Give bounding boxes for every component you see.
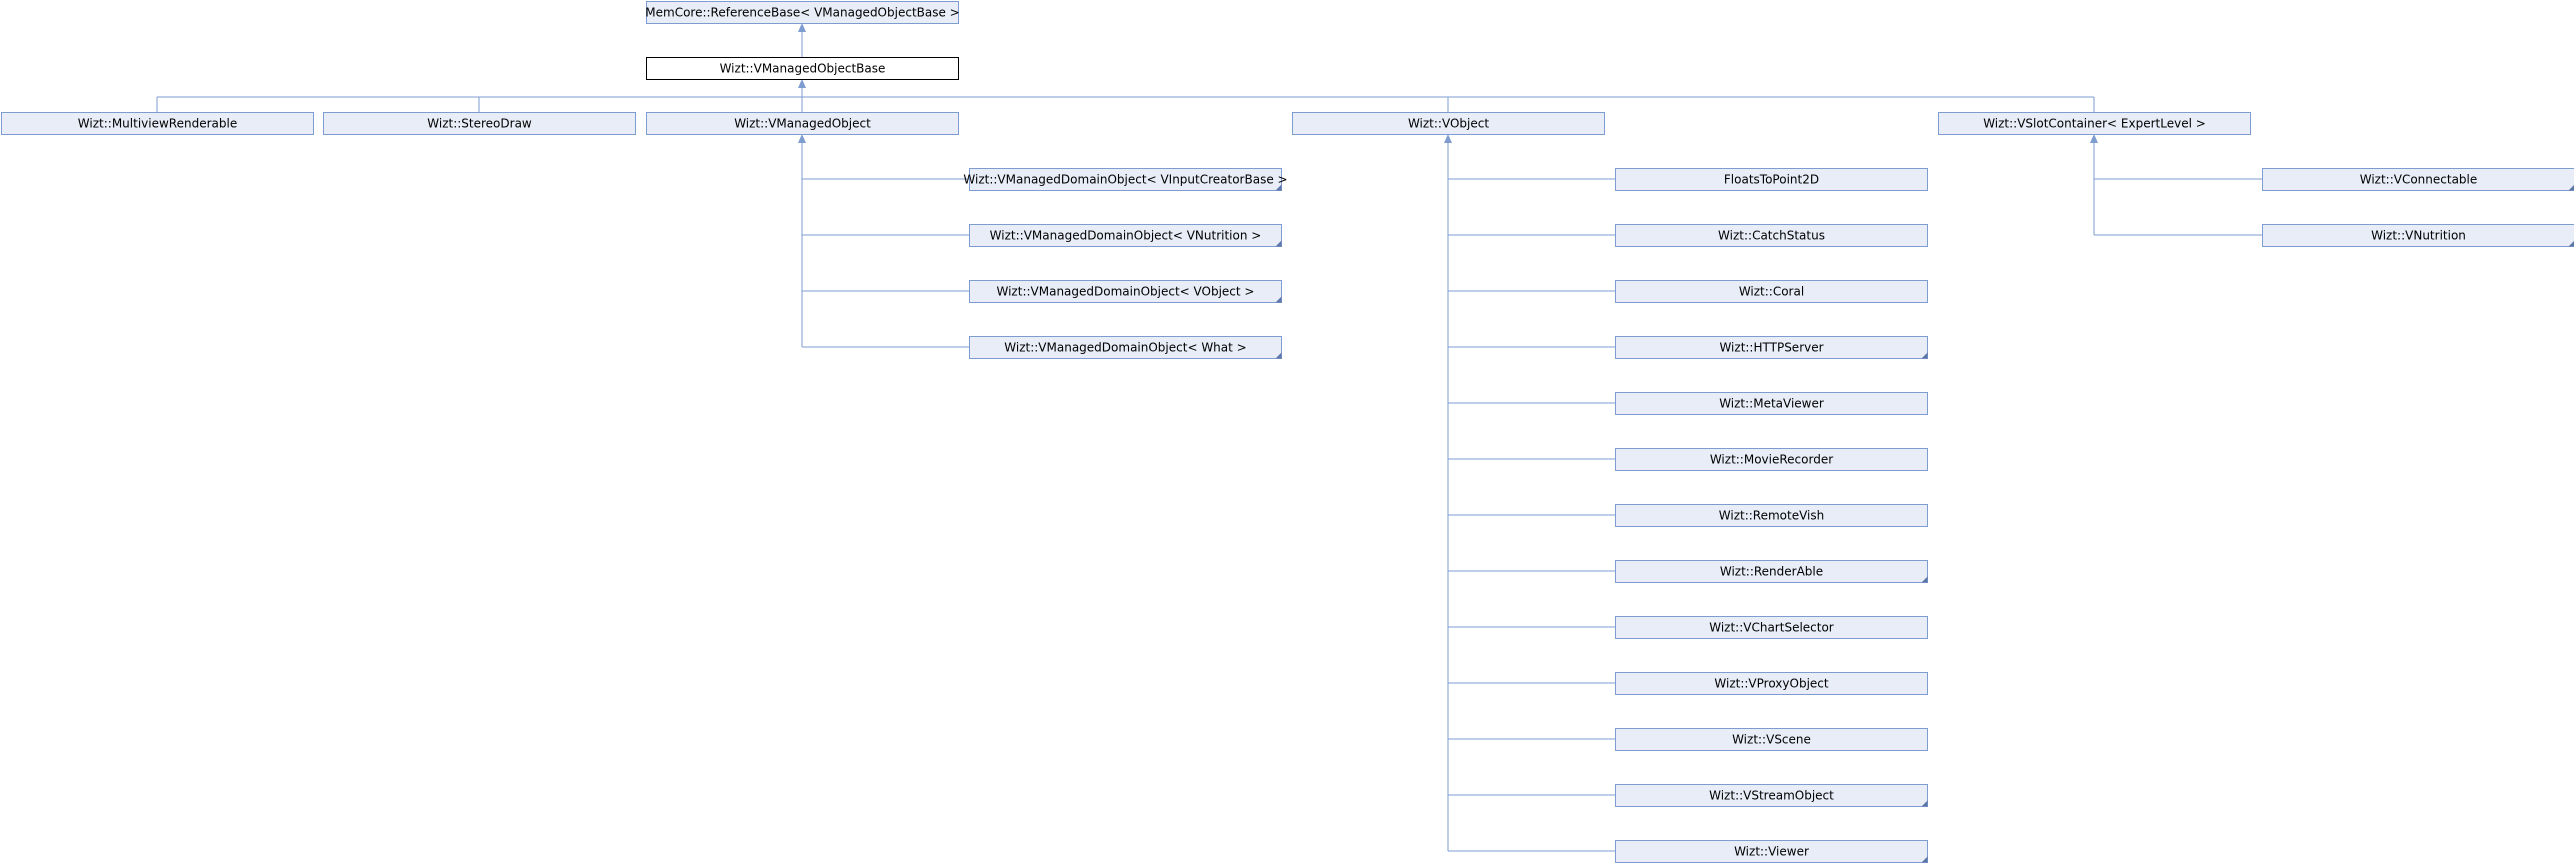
class-node-box xyxy=(2262,168,2574,191)
class-node-label: Wizt::VManagedDomainObject< VNutrition > xyxy=(990,229,1262,243)
more-children-icon xyxy=(1275,240,1282,247)
class-node-multiview[interactable]: Wizt::MultiviewRenderable xyxy=(1,112,314,135)
class-node-label: Wizt::Coral xyxy=(1739,285,1804,299)
class-node-box xyxy=(2262,224,2574,247)
class-node-box xyxy=(646,57,959,80)
edge-arrow-vslot xyxy=(2090,134,2098,143)
class-node-label: Wizt::VManagedDomainObject< What > xyxy=(1004,341,1246,355)
class-node-vmdo_what[interactable]: Wizt::VManagedDomainObject< What > xyxy=(969,336,1282,359)
class-node-box xyxy=(646,112,959,135)
class-node-box xyxy=(1615,504,1928,527)
class-node-vnutrition[interactable]: Wizt::VNutrition xyxy=(2262,224,2574,247)
class-node-label: Wizt::RenderAble xyxy=(1720,565,1823,579)
class-node-vscene[interactable]: Wizt::VScene xyxy=(1615,728,1928,751)
class-node-box xyxy=(1615,448,1928,471)
class-node-label: Wizt::VObject xyxy=(1408,117,1489,131)
class-node-box xyxy=(969,336,1282,359)
more-children-icon xyxy=(1921,800,1928,807)
class-node-vconnectable[interactable]: Wizt::VConnectable xyxy=(2262,168,2574,191)
class-node-vmob[interactable]: Wizt::VManagedObjectBase xyxy=(646,57,959,80)
more-children-icon xyxy=(1275,184,1282,191)
edge-arrow-vmob xyxy=(798,79,806,88)
class-node-coral[interactable]: Wizt::Coral xyxy=(1615,280,1928,303)
class-node-vmdo_input[interactable]: Wizt::VManagedDomainObject< VInputCreato… xyxy=(963,168,1288,191)
class-node-label: FloatsToPoint2D xyxy=(1724,173,1819,187)
class-node-box xyxy=(1615,168,1928,191)
more-children-icon xyxy=(2568,185,2574,191)
class-node-vstreamobject[interactable]: Wizt::VStreamObject xyxy=(1615,784,1928,807)
class-node-vobject[interactable]: Wizt::VObject xyxy=(1292,112,1605,135)
class-node-label: Wizt::HTTPServer xyxy=(1719,341,1823,355)
more-children-icon xyxy=(1275,296,1282,303)
edge-arrow-refbase xyxy=(798,23,806,32)
class-node-box xyxy=(1615,280,1928,303)
class-node-label: Wizt::VScene xyxy=(1732,733,1811,747)
class-node-box xyxy=(323,112,636,135)
class-node-label: Wizt::VNutrition xyxy=(2371,229,2466,243)
class-node-box xyxy=(969,280,1282,303)
class-node-label: Wizt::VManagedDomainObject< VInputCreato… xyxy=(963,173,1287,187)
class-node-box xyxy=(646,1,959,24)
more-children-icon xyxy=(1921,352,1928,359)
class-node-movierecorder[interactable]: Wizt::MovieRecorder xyxy=(1615,448,1928,471)
class-node-httpserver[interactable]: Wizt::HTTPServer xyxy=(1615,336,1928,359)
class-node-label: Wizt::VChartSelector xyxy=(1709,621,1834,635)
class-node-box xyxy=(1938,112,2251,135)
class-node-vmo[interactable]: Wizt::VManagedObject xyxy=(646,112,959,135)
more-children-icon xyxy=(1921,856,1928,863)
class-node-renderable[interactable]: Wizt::RenderAble xyxy=(1615,560,1928,583)
class-node-label: Wizt::VManagedDomainObject< VObject > xyxy=(997,285,1255,299)
class-node-label: Wizt::CatchStatus xyxy=(1718,229,1825,243)
class-node-label: Wizt::VManagedObjectBase xyxy=(720,62,886,76)
class-node-catchstatus[interactable]: Wizt::CatchStatus xyxy=(1615,224,1928,247)
class-node-vslot[interactable]: Wizt::VSlotContainer< ExpertLevel > xyxy=(1938,112,2251,135)
class-node-label: MemCore::ReferenceBase< VManagedObjectBa… xyxy=(645,6,959,20)
more-children-icon xyxy=(1921,576,1928,583)
class-node-label: Wizt::MetaViewer xyxy=(1719,397,1824,411)
class-node-box xyxy=(1615,616,1928,639)
class-node-metaviewer[interactable]: Wizt::MetaViewer xyxy=(1615,392,1928,415)
class-node-label: Wizt::VStreamObject xyxy=(1709,789,1834,803)
class-node-box xyxy=(1615,560,1928,583)
class-node-label: Wizt::VManagedObject xyxy=(734,117,871,131)
class-node-label: Wizt::VProxyObject xyxy=(1714,677,1828,691)
class-node-box xyxy=(1615,672,1928,695)
class-node-box xyxy=(1615,392,1928,415)
class-node-label: Wizt::Viewer xyxy=(1734,845,1809,859)
class-node-label: Wizt::MultiviewRenderable xyxy=(78,117,237,131)
edge-arrow-vobject xyxy=(1444,134,1452,143)
more-children-icon xyxy=(1275,352,1282,359)
class-node-box xyxy=(1292,112,1605,135)
class-node-label: Wizt::RemoteVish xyxy=(1719,509,1824,523)
class-node-remotevish[interactable]: Wizt::RemoteVish xyxy=(1615,504,1928,527)
class-node-box xyxy=(1615,784,1928,807)
class-node-vmdo_nutrition[interactable]: Wizt::VManagedDomainObject< VNutrition > xyxy=(969,224,1282,247)
class-node-label: Wizt::MovieRecorder xyxy=(1710,453,1833,467)
class-node-label: Wizt::StereoDraw xyxy=(427,117,532,131)
class-node-stereodraw[interactable]: Wizt::StereoDraw xyxy=(323,112,636,135)
class-node-box xyxy=(1615,728,1928,751)
class-node-box xyxy=(1,112,314,135)
class-node-vproxyobject[interactable]: Wizt::VProxyObject xyxy=(1615,672,1928,695)
inheritance-edges xyxy=(156,23,2262,852)
class-node-vchartselector[interactable]: Wizt::VChartSelector xyxy=(1615,616,1928,639)
class-node-box xyxy=(1615,840,1928,863)
class-node-viewer[interactable]: Wizt::Viewer xyxy=(1615,840,1928,863)
class-node-label: Wizt::VSlotContainer< ExpertLevel > xyxy=(1983,117,2206,131)
class-node-box xyxy=(1615,336,1928,359)
class-node-floats[interactable]: FloatsToPoint2D xyxy=(1615,168,1928,191)
class-node-refbase[interactable]: MemCore::ReferenceBase< VManagedObjectBa… xyxy=(645,1,960,24)
edge-arrow-vmo xyxy=(798,134,806,143)
class-node-label: Wizt::VConnectable xyxy=(2360,173,2478,187)
class-node-box xyxy=(969,224,1282,247)
class-node-box xyxy=(1615,224,1928,247)
class-node-box xyxy=(969,168,1282,191)
class-node-vmdo_vobject[interactable]: Wizt::VManagedDomainObject< VObject > xyxy=(969,280,1282,303)
more-children-icon xyxy=(2568,241,2574,247)
